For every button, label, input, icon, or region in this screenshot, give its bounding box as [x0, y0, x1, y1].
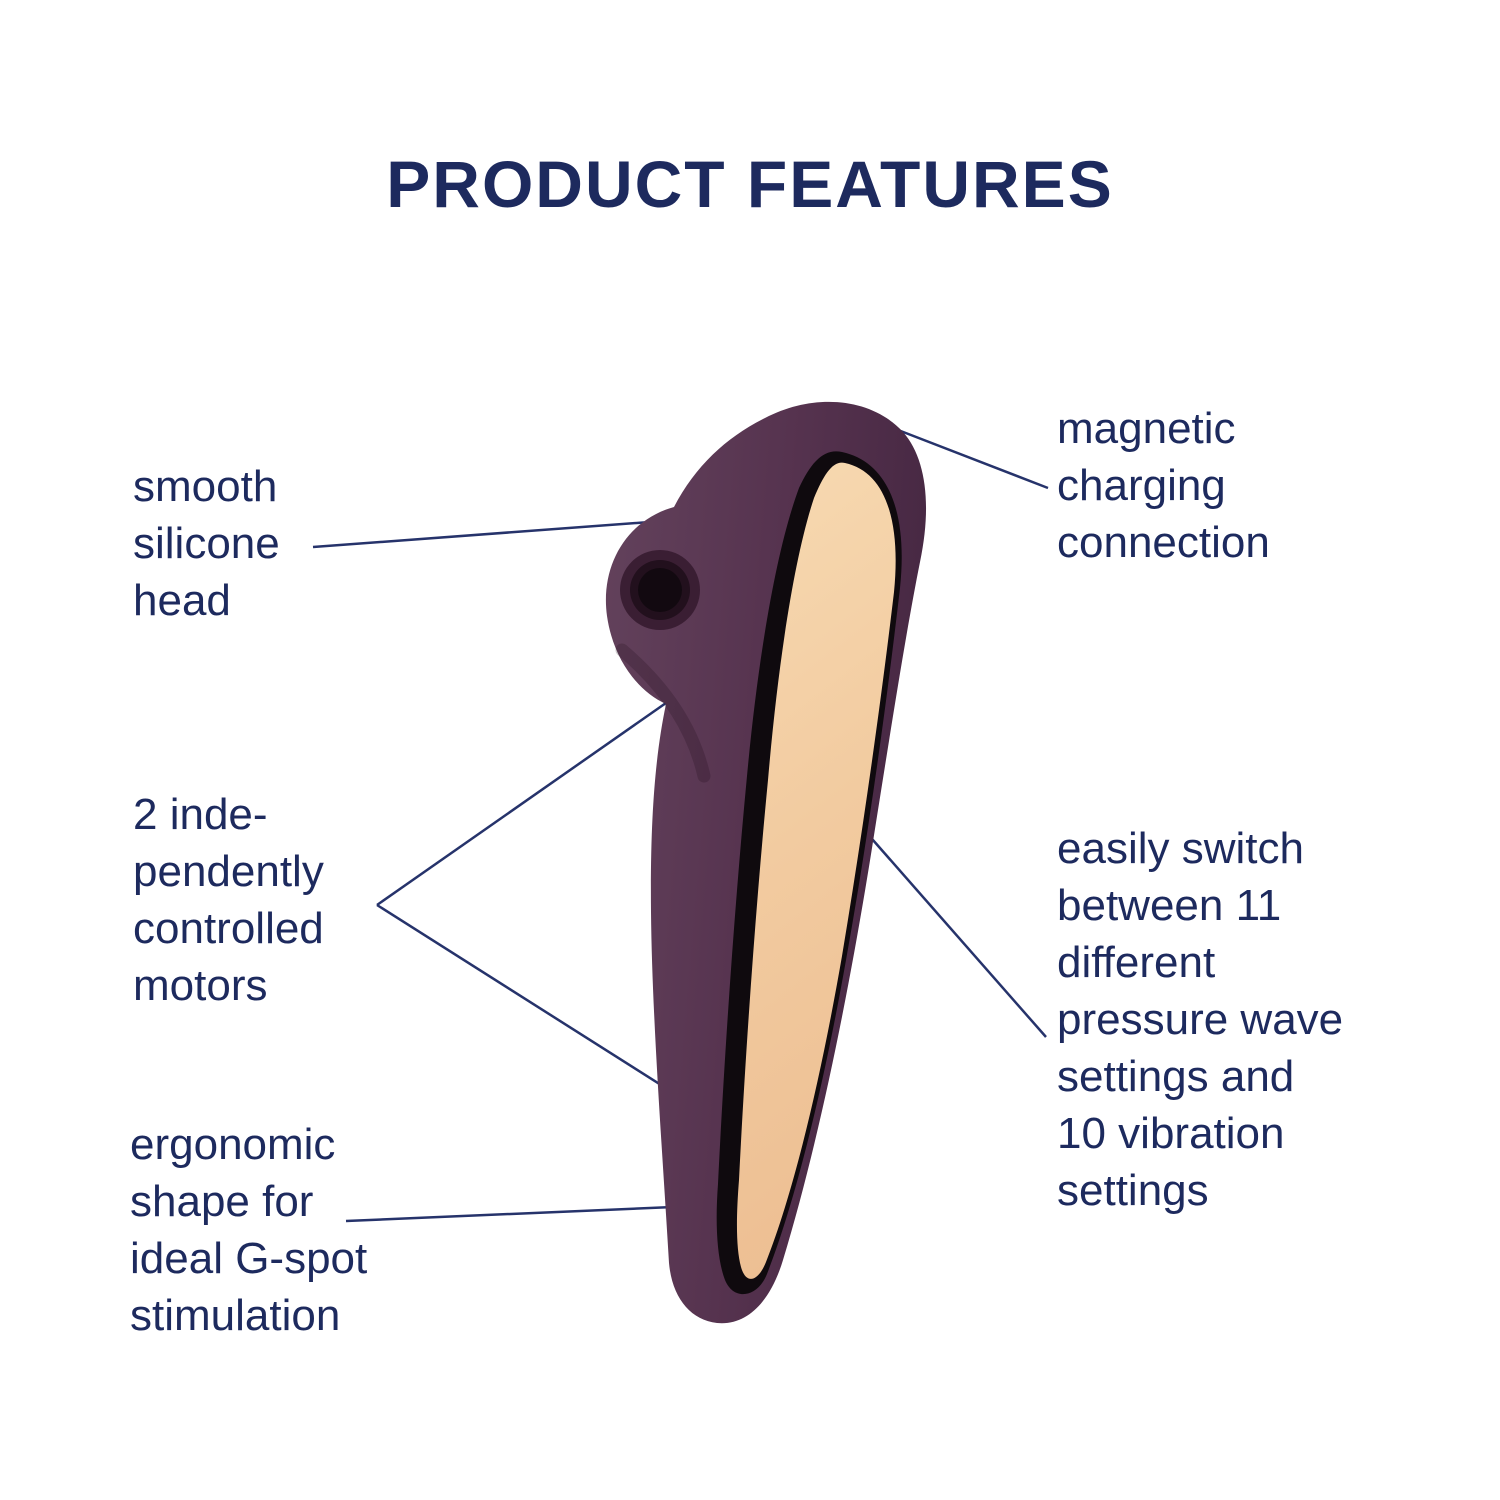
leader-line-pressure-wave-settings: [857, 822, 1047, 1038]
feature-label-magnetic-charging-connection: magnetic charging connection: [1057, 404, 1270, 567]
device-neck-shading: [615, 643, 711, 783]
feature-label-pressure-wave-vibration-settings: easily switch between 11 different press…: [1057, 824, 1344, 1215]
feature-label-smooth-silicone-head: smooth silicone head: [133, 462, 280, 625]
leader-line-smooth-silicone-head: [312, 519, 664, 549]
leader-line-magnetic-charging-connection: [897, 428, 1049, 490]
charging-panel: [736, 462, 896, 1279]
feature-label-ergonomic-g-spot-shape: ergonomic shape for ideal G-spot stimula…: [130, 1120, 368, 1340]
feature-label-independently-controlled-motors: 2 inde- pendently controlled motors: [133, 790, 324, 1010]
leader-line-motors-lower: [376, 903, 711, 1118]
page-title: PRODUCT FEATURES: [386, 147, 1114, 221]
suction-opening: [638, 568, 682, 612]
device: [605, 401, 927, 1324]
leader-line-motors-upper: [376, 687, 687, 907]
